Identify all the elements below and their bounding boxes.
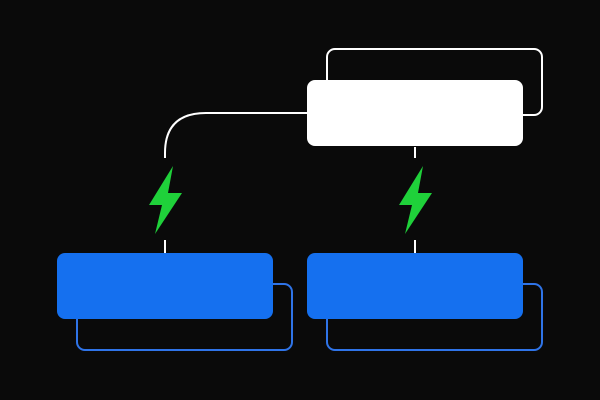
top-node-box <box>307 80 523 146</box>
top-node <box>307 48 543 146</box>
left-node <box>57 253 293 351</box>
left-node-box <box>57 253 273 319</box>
right-node-box <box>307 253 523 319</box>
right-node <box>307 253 543 351</box>
connector-top-to-left <box>164 112 307 158</box>
lightning-icon <box>149 166 182 234</box>
lightning-icon <box>399 166 432 234</box>
